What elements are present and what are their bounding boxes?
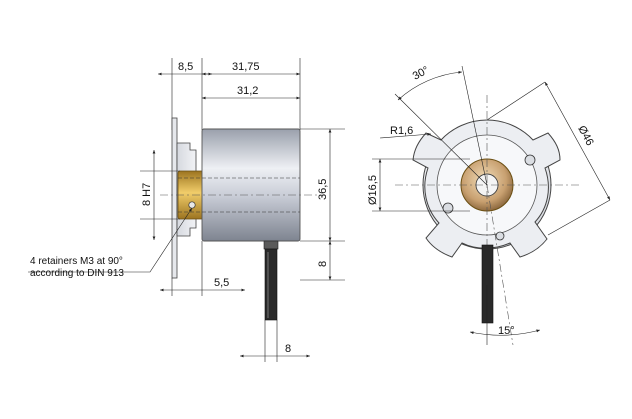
cable-front [481, 244, 494, 324]
dim-bore-fit: 8 H7 [141, 183, 153, 206]
note-line-1: 4 retainers M3 at 90° [30, 256, 123, 267]
dim-arc-slot-angle [397, 70, 463, 101]
dim-line-outer-diameter [544, 81, 611, 201]
note-line-2: according to DIN 913 [30, 268, 124, 279]
dim-arc-cable-angle [469, 329, 541, 336]
dim-cable-axial: 5,5 [214, 277, 229, 289]
encoder-body [201, 128, 301, 242]
dim-cable-width: 8 [285, 343, 291, 355]
dim-body-length: 31,2 [237, 85, 258, 97]
cable [264, 248, 278, 321]
screw-hole [442, 202, 454, 214]
mounting-plate [171, 117, 178, 279]
retainer-screw [188, 201, 196, 209]
dim-corner-radius: R1,6 [390, 125, 413, 137]
dim-hub-diameter: Ø16,5 [367, 175, 379, 205]
dim-body-diameter: 36,5 [317, 179, 329, 200]
dim-overall-length: 31,75 [232, 61, 260, 73]
note-leader [28, 207, 193, 273]
cable-gland [263, 240, 279, 250]
radius-leader [379, 132, 432, 139]
side-view: 8,5 31,75 31,2 36,5 8 [28, 58, 345, 362]
dim-slot-angle: 30° [411, 64, 431, 82]
dim-cable-offset: 8 [317, 261, 329, 267]
dim-cable-angle: 15° [498, 325, 515, 337]
dim-outer-diameter: Ø46 [575, 124, 595, 148]
dim-flange-thickness: 8,5 [178, 61, 193, 73]
screw-hole [524, 154, 536, 166]
front-view: 30° R1,6 Ø46 Ø16,5 15° [367, 64, 611, 346]
screw-hole [495, 231, 505, 241]
